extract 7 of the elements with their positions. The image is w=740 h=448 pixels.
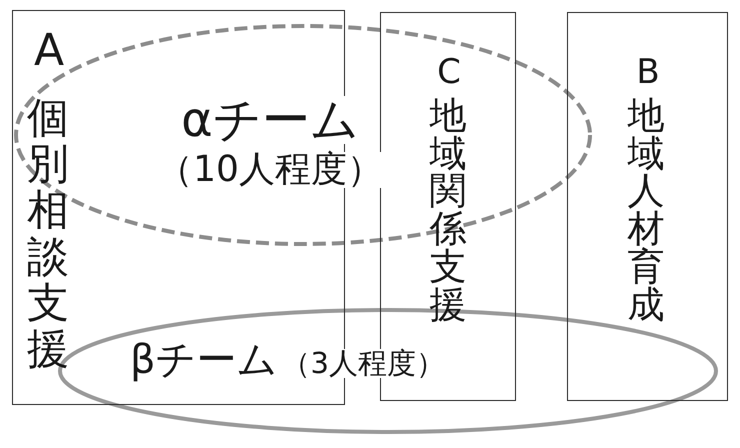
section-title: 個別相談支援 (27, 95, 69, 372)
section-box (567, 12, 728, 401)
section-title: 地域関係支援 (430, 97, 466, 324)
section-letter: B (636, 55, 660, 89)
section-title: 地域人材育成 (628, 97, 664, 324)
section-letter: A (34, 29, 64, 73)
section-letter: C (437, 55, 461, 89)
